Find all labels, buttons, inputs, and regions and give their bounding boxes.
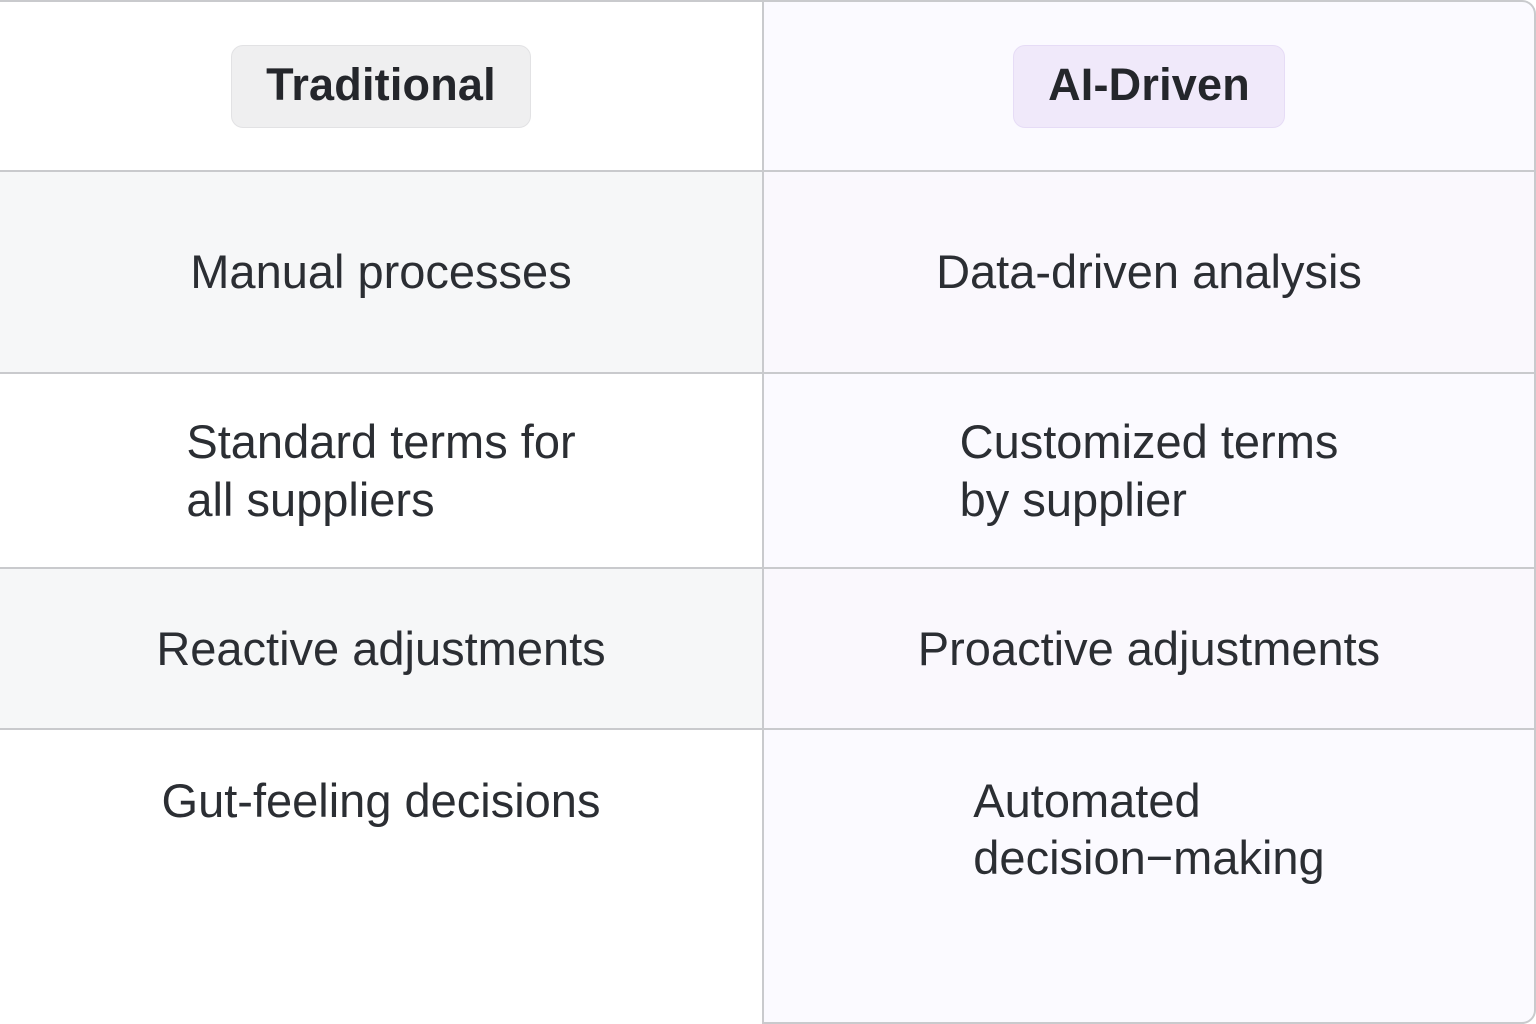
cell-traditional-2: Standard terms for all suppliers (186, 415, 576, 526)
table-row: Standard terms for all suppliers (0, 372, 762, 567)
cell-traditional-1: Manual processes (190, 245, 572, 299)
table-row: Customized terms by supplier (762, 372, 1536, 567)
badge-traditional: Traditional (231, 44, 531, 128)
cell-ai-2: Customized terms by supplier (959, 415, 1339, 526)
cell-ai-4: Automated decision−making (973, 774, 1325, 885)
table-row: Gut-feeling decisions (0, 728, 762, 1024)
table-row: Automated decision−making (762, 728, 1536, 1024)
column-header-traditional: Traditional (0, 0, 762, 170)
cell-ai-3: Proactive adjustments (917, 621, 1381, 675)
cell-ai-1: Data-driven analysis (936, 245, 1362, 299)
table-row: Data-driven analysis (762, 170, 1536, 372)
table-row: Proactive adjustments (762, 567, 1536, 728)
table-row: Manual processes (0, 170, 762, 372)
cell-traditional-3: Reactive adjustments (156, 621, 606, 675)
column-header-ai-driven: AI-Driven (762, 0, 1536, 170)
badge-ai-driven: AI-Driven (1013, 44, 1285, 128)
cell-traditional-4: Gut-feeling decisions (161, 774, 601, 827)
table-row: Reactive adjustments (0, 567, 762, 728)
